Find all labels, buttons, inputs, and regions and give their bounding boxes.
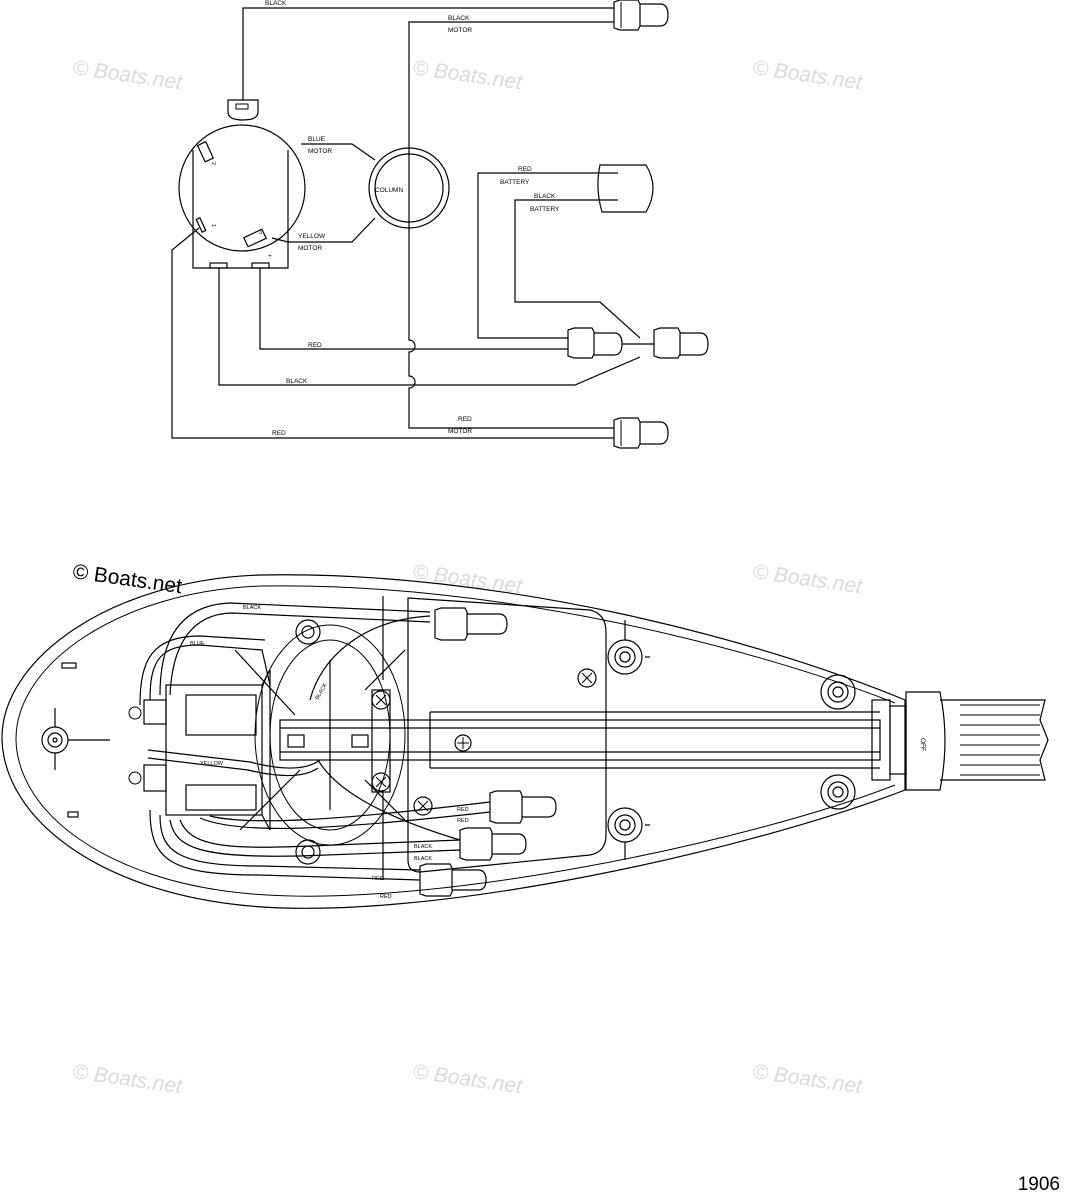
wire-label-black-battery-1: BLACK — [534, 193, 556, 200]
wire-label-red-motor-1: RED — [458, 416, 472, 423]
wire-harness: BLACK BLUE BLACK YELLOW RED RED BLACK BL… — [139, 602, 491, 900]
screws — [371, 668, 597, 816]
wire-red-bottom — [171, 227, 614, 439]
asm-label-red-b: RED — [457, 818, 469, 824]
watermark-text: © Boats.net — [411, 1060, 524, 1098]
connector-top — [613, 0, 669, 31]
wire-red-mid — [259, 268, 568, 350]
off-label: OFF — [919, 738, 926, 751]
switch-body — [178, 124, 306, 252]
shaft — [279, 711, 881, 769]
watermark-text: © Boats.net — [751, 56, 864, 94]
wire-label-red-battery-1: RED — [518, 166, 532, 173]
schematic: 2 1 3 + COLUMN BLACK BLACK MOTOR B — [171, 0, 709, 449]
wire-label-black-battery-2: BATTERY — [530, 206, 560, 213]
watermark-text: © Boats.net — [411, 56, 524, 94]
terminal-label-1: 1 — [210, 224, 216, 227]
connectors — [567, 0, 709, 449]
watermark-text: © Boats.net — [71, 1060, 184, 1098]
tiller-grip: OFF — [871, 691, 1049, 791]
main-plate — [407, 597, 607, 873]
asm-label-red-d: RED — [380, 894, 392, 900]
wire-label-yellow-2: MOTOR — [298, 245, 322, 252]
terminal-bottom-left — [209, 262, 228, 269]
terminal-3 — [243, 228, 267, 248]
terminal-label-2: 2 — [210, 162, 216, 165]
terminal-2 — [196, 140, 215, 163]
wire-label-red-battery-2: BATTERY — [500, 179, 530, 186]
wire-black-battery — [514, 199, 641, 339]
asm-label-black: BLACK — [243, 605, 261, 611]
wire-label-blue-1: BLUE — [308, 136, 326, 143]
wire-black-mid — [218, 268, 641, 386]
column-label: COLUMN — [375, 187, 403, 194]
wire-label-blue-2: MOTOR — [308, 148, 332, 155]
terminal-label-3: 3 — [259, 230, 262, 236]
terminal-label-plus: + — [268, 253, 272, 260]
watermark-text: © Boats.net — [751, 560, 864, 598]
battery-terminal — [597, 164, 654, 213]
connector-battery-red — [567, 327, 623, 359]
motor-frame — [234, 596, 406, 880]
wires: BLACK BLACK MOTOR BLUE MOTOR YELLOW MOTO… — [171, 0, 641, 439]
wire-label-red-bottom: RED — [272, 430, 286, 437]
terminal-bottom-right — [251, 262, 270, 269]
switch-top-terminal — [235, 103, 249, 110]
watermark-text-dark: © Boats.net — [71, 560, 183, 598]
watermark-text: © Boats.net — [751, 1060, 864, 1098]
wire-black-top — [242, 7, 614, 100]
switch-component: 2 1 3 + — [178, 99, 306, 269]
wire-black-motor — [408, 21, 614, 429]
switch-housing — [192, 150, 289, 269]
wire-yellow-motor — [271, 217, 376, 243]
asm-label-black-b: BLACK — [414, 856, 432, 862]
motor-head-assembly: OFF BLACK BLUE BLACK YELLOW RED RED BLAC… — [1, 574, 1049, 909]
asm-label-black-a: BLACK — [414, 844, 432, 850]
switch-housing-bottom — [165, 684, 263, 816]
shell-inner — [15, 585, 896, 897]
asm-label-yellow: YELLOW — [200, 761, 224, 767]
wire-label-black-motor-1: BLACK — [448, 15, 470, 22]
wire-label-red-motor-2: MOTOR — [448, 428, 472, 435]
assembly-connectors — [419, 607, 557, 897]
asm-label-blue: BLUE — [190, 641, 205, 647]
terminal-1 — [195, 217, 207, 233]
wire-label-black-mid: BLACK — [286, 378, 308, 385]
asm-label-red-a: RED — [457, 807, 469, 813]
connector-red-motor — [613, 417, 669, 449]
watermarks: © Boats.net © Boats.net © Boats.net © Bo… — [71, 56, 864, 1098]
watermark-text: © Boats.net — [71, 56, 184, 94]
asm-label-red-c: RED — [372, 876, 384, 882]
page-number: 1906 — [1017, 1174, 1060, 1195]
connector-battery-black — [622, 327, 709, 359]
wire-label-yellow-1: YELLOW — [298, 233, 326, 240]
wire-blue-motor — [301, 143, 376, 161]
asm-label-black-diag: BLACK — [315, 682, 329, 701]
wire-label-black-top: BLACK — [265, 0, 287, 7]
shell-outer — [1, 574, 906, 909]
bearings — [607, 620, 856, 860]
switch-top-tab — [227, 99, 259, 121]
wire-label-black-motor-2: MOTOR — [448, 27, 472, 34]
nose-mounts — [41, 662, 110, 818]
wire-label-red-mid: RED — [308, 342, 322, 349]
wire-red-battery — [477, 172, 618, 339]
